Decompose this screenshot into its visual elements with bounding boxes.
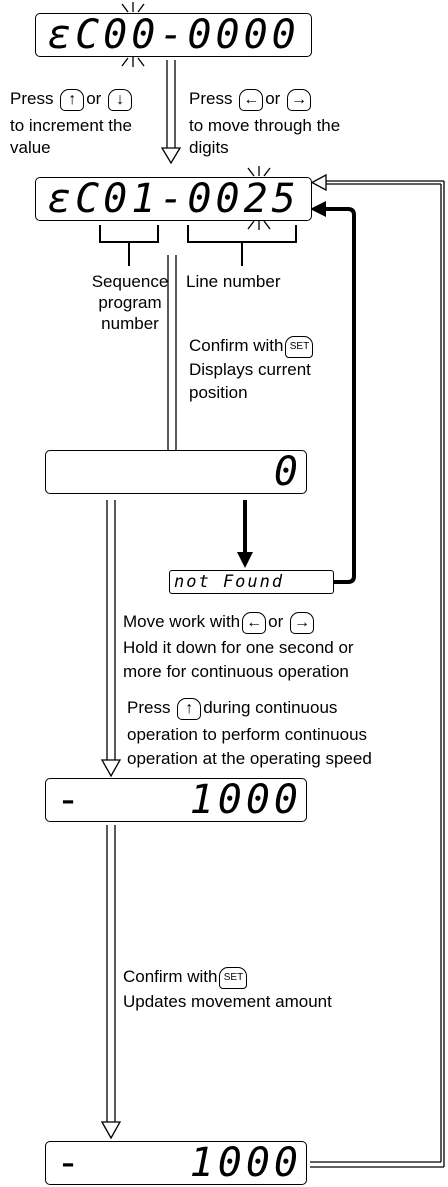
line-number-label: Line number [186,272,281,291]
solid-return-arrow [310,201,356,584]
blink-marks-1 [121,2,145,67]
display-2-text: ɛC01-0025 [47,176,300,222]
left-key-icon-2: ← [242,611,267,634]
press-label: Press [10,89,54,108]
continuous-line3: operation at the operating speed [127,749,372,768]
set-key-icon-2: SET [219,966,248,989]
left-key-icon: ← [239,88,264,111]
or-label-3: or [268,612,284,631]
or-label-2: or [265,89,281,108]
down-key-icon: ↓ [108,88,133,111]
not-found-text: not Found [174,572,285,592]
continuous-rest: during continuous [203,698,338,717]
seq-label-line3: number [101,314,159,333]
hollow-arrow-1 [160,60,182,165]
confirm-label-2: Confirm with [123,967,218,986]
display-4-sign: - [56,777,85,823]
right-key-icon: → [287,88,312,111]
move-work-line2: Hold it down for one second or [123,638,354,657]
sequence-program-number-label: Sequence program number [70,271,190,334]
right-key-icon-2: → [290,611,314,634]
return-loop-arrow [310,173,445,1168]
confirm-1-line2: Displays current [189,360,311,379]
display-3-text: 0 [273,449,302,495]
move-work-line1: Move work with←or → [123,611,316,634]
hollow-arrow-3 [100,500,122,778]
display-updated-amount [45,1141,307,1185]
display-1-text: ɛC00-0000 [47,12,300,58]
blink-marks-2 [247,166,271,230]
move-digit-line3: digits [189,138,229,157]
increment-instruction: Press ↑or ↓ [10,88,134,111]
display-5-sign: - [56,1140,85,1186]
hollow-arrow-4 [100,825,122,1140]
continuous-line2: operation to perform continuous [127,725,368,744]
display-5-text: 1000 [189,1140,302,1186]
confirm-2-line2: Updates movement amount [123,992,332,1011]
continuous-line1: Press ↑during continuous [127,697,337,720]
set-key-icon: SET [285,335,314,358]
confirm-1-line3: position [189,383,248,402]
up-key-icon: ↑ [60,88,85,111]
solid-arrow-down [237,500,253,568]
digit-brackets [99,225,297,266]
increment-line2: to increment the [10,116,132,135]
move-digit-instruction: Press ←or → [189,88,313,111]
display-sequence-edited [35,177,312,221]
press-label-3: Press [127,698,171,717]
increment-line3: value [10,138,51,157]
seq-label-line2: program [98,293,162,312]
press-label-2: Press [189,89,233,108]
display-sequence-initial [35,13,312,57]
up-key-icon-2: ↑ [177,697,202,720]
move-work-line3: more for continuous operation [123,662,349,681]
move-work-label: Move work with [123,612,241,631]
move-digit-line2: to move through the [189,116,341,135]
display-movement-amount [45,778,307,822]
confirm-label: Confirm with [189,336,284,355]
or-label: or [86,89,102,108]
display-current-position [45,450,307,494]
seq-label-line1: Sequence [91,272,169,291]
display-not-found [169,570,334,594]
display-4-text: 1000 [189,777,302,823]
